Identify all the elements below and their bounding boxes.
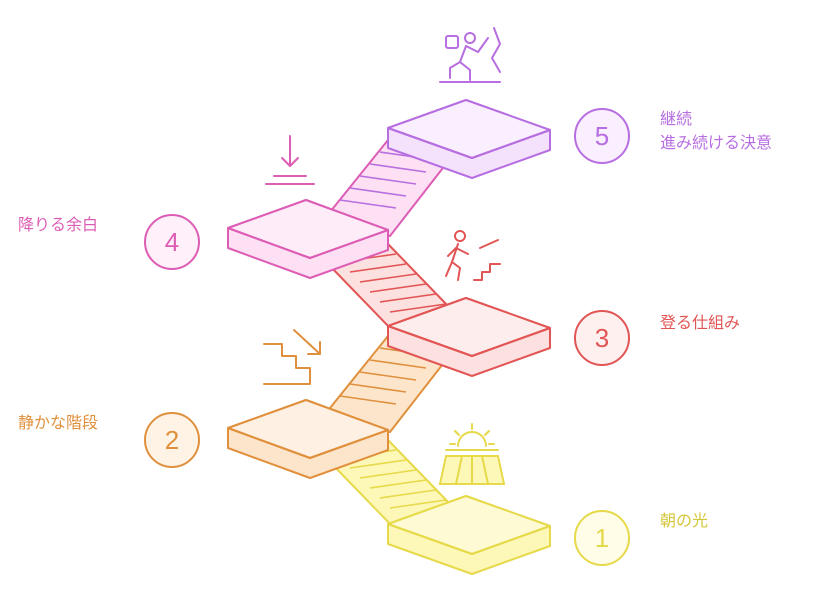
step-1-badge: 1	[574, 510, 630, 566]
step-4-badge: 4	[144, 214, 200, 270]
step-3-badge: 3	[574, 310, 630, 366]
step-5-label: 継続	[660, 109, 693, 128]
landing-5	[387, 99, 551, 179]
landing-1	[387, 495, 551, 575]
step-1-label: 朝の光	[660, 511, 709, 530]
step-5-badge: 5	[574, 108, 630, 164]
climber-icon	[439, 27, 501, 83]
step-4-label: 降りる余白	[18, 215, 99, 234]
step-3-label: 登る仕組み	[660, 313, 741, 332]
step-2-badge: 2	[144, 412, 200, 468]
arrow-down-to-line-icon	[265, 135, 315, 185]
step-5-sublabel: 進み続ける決意	[660, 133, 773, 152]
landing-2	[227, 399, 389, 479]
landing-4	[227, 199, 389, 279]
sunrise-icon	[438, 423, 506, 485]
step-2-label: 静かな階段	[18, 413, 99, 432]
stairs-down-arrow-icon	[263, 329, 321, 385]
person-climbing-stairs-icon	[445, 230, 501, 281]
landing-3	[387, 297, 551, 377]
